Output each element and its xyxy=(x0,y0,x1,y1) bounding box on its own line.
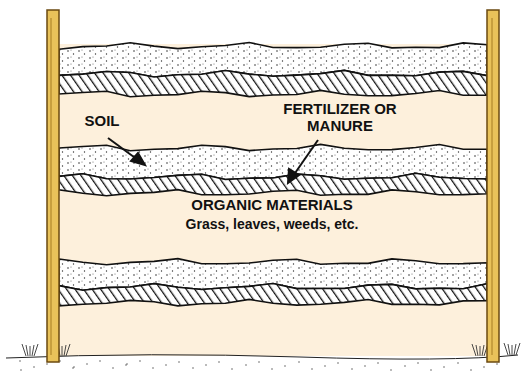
ground xyxy=(6,343,520,371)
fertilizer-layer xyxy=(59,173,487,196)
stake xyxy=(47,10,59,362)
leader-lines xyxy=(108,138,318,183)
stake-grain xyxy=(51,18,52,355)
part-label: ORGANIC MATERIALS xyxy=(142,196,402,213)
part-label: FERTILIZER OR MANURE xyxy=(265,100,415,135)
fertilizer-layer xyxy=(59,70,487,96)
stake xyxy=(487,10,499,362)
fertilizer-layer xyxy=(59,284,487,306)
stake-grain xyxy=(492,18,493,355)
note-text: Grass, leaves, weeds, etc. xyxy=(122,216,422,232)
organic-fill xyxy=(58,44,488,356)
part-label: SOIL xyxy=(62,112,142,129)
layer-bands xyxy=(59,43,487,306)
